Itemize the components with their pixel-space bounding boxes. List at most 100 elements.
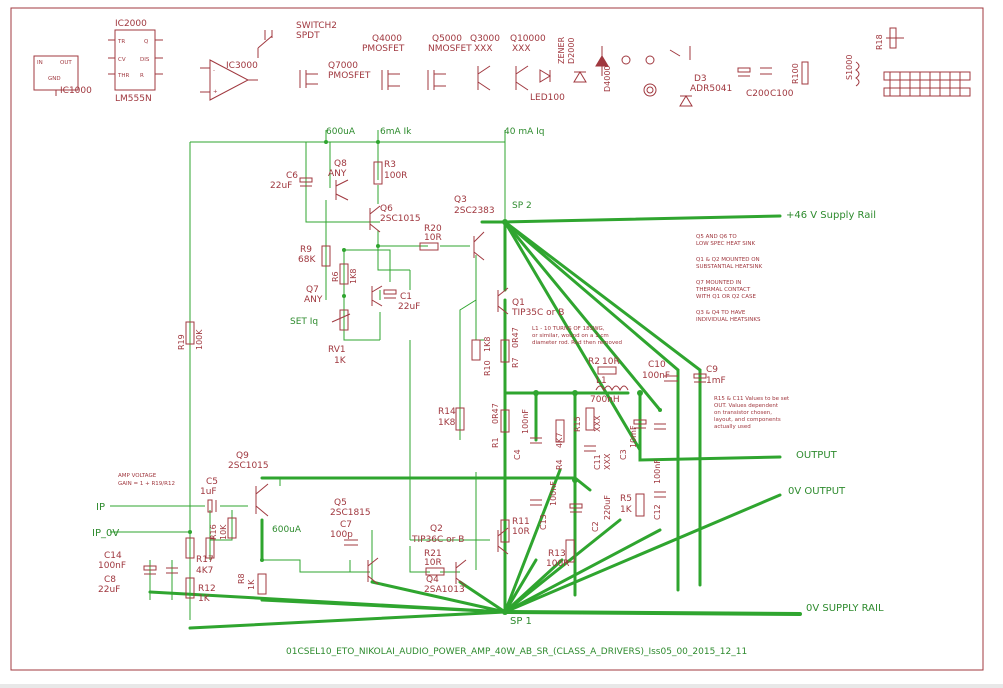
capacitor-c12[interactable]: C12 100nF [653,459,666,520]
capacitor-c3b [654,423,666,430]
mosfet-q7000[interactable]: Q7000 PMOSFET [299,61,371,88]
net-set-iq: SET Iq [290,317,318,327]
switch-spdt[interactable]: SWITCH2 SPDT [257,21,337,58]
resistor-r10[interactable]: R10 1K8 [471,337,492,376]
capacitor-c11[interactable]: C11 XXX [584,445,612,470]
pot-r18[interactable]: R18 [875,27,904,50]
resistor-r16[interactable]: R16 10K [209,517,237,540]
label-parts-q7v: ANY [304,295,323,305]
horizontal-scrollbar[interactable] [0,684,1003,688]
label-parts-c5: C5 [206,477,218,487]
design-notes: AMP VOLTAGE GAIN = 1 + R19/R12 L1 - 10 T… [118,234,790,487]
header-connector[interactable] [883,71,971,97]
net-0v-output: 0V OUTPUT [788,486,846,497]
label-parts-q7: Q7 [306,285,319,295]
label-library-row-ic3000: IC3000 [226,61,258,71]
resistor-r15[interactable]: R15 XXX [573,407,602,432]
net-labels: 600uA 6mA Ik 40 mA Iq SP 2 +46 V Supply … [92,127,884,627]
label-parts-r19: R19 [177,334,186,350]
label-library-row-c100: C100 [770,89,794,99]
opamp-ic3000[interactable]: -+ IC3000 [200,59,258,101]
resistor-r100[interactable]: R100 [791,61,809,85]
transistor-q1000[interactable]: Q10000 XXX [510,34,546,91]
label-parts-r7: R7 [511,357,520,368]
label-library-row-q3000: Q3000 [470,34,500,44]
diode-d4000[interactable]: D4000 [595,46,612,92]
net-output: OUTPUT [796,450,838,461]
label-library-row-q4000: Q4000 [372,34,402,44]
capacitor-c3[interactable]: C3 10mF [619,419,647,460]
capacitor-c4[interactable]: C4 100nF [513,409,542,460]
label-library-row-xxx: XXX [512,44,531,54]
label-parts-r17: R17 [196,555,214,565]
resistor-r6[interactable]: R6 1K8 [331,263,358,285]
transistor-q3000[interactable]: Q3000 XXX [470,34,500,91]
resistor-r1[interactable]: R1 0R47 [491,403,510,448]
label-notes-heat-9: INDIVIDUAL HEATSINKS [696,317,761,323]
resistor-r19[interactable]: R19 100K [177,321,204,350]
label-parts-r21: R21 [424,549,442,559]
svg-text:Q: Q [144,39,149,45]
capacitor-c13[interactable]: C13 100nF [530,481,558,530]
label-parts-r1: R1 [491,437,500,448]
label-library-row-adr: ADR5041 [690,84,732,94]
inductor-s1000[interactable]: S1000 [845,55,860,87]
resistor-r7[interactable]: R7 0R47 [500,327,520,368]
resistor-r4[interactable]: R4 4K7 [555,419,565,470]
label-parts-q1v: TIP35C or B [511,308,564,318]
mosfet-q5000[interactable]: Q5000 NMOSFET [427,34,472,90]
led-100[interactable]: LED100 [530,69,565,103]
capacitor-c2[interactable]: C2 220uF [569,495,612,532]
label-library-row-ic2000: IC2000 [115,19,147,29]
mosfet-q4000[interactable]: Q4000 PMOSFET [362,34,405,90]
label-library-row-nmosfet: NMOSFET [428,44,472,54]
label-parts-c13v: 100nF [549,481,558,506]
label-parts-c1: C1 [400,292,412,302]
label-library-row-d3: D3 [694,74,707,84]
junctions [188,140,662,615]
label-parts-r5: R5 [620,494,632,504]
label-library-row-r100: R100 [791,63,800,84]
label-parts-c7: C7 [340,520,352,530]
reference-d3[interactable]: D3 ADR5041 [679,74,732,107]
label-parts-r20: R20 [424,224,442,234]
capacitors-c200-c100[interactable]: C200 C100 [737,67,794,99]
connector-symbols [621,46,691,97]
zener-d2000[interactable]: ZENER D2000 [557,36,587,83]
resistor-r8[interactable]: R8 1K [237,573,267,595]
